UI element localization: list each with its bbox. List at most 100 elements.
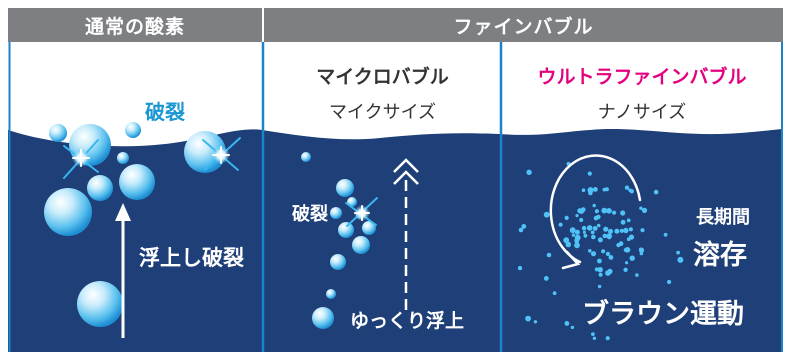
nano-particle (564, 215, 569, 220)
nano-particle (605, 336, 610, 341)
nano-particle (517, 265, 523, 271)
nano-particle (518, 227, 524, 233)
ultrafine-bubble-title: ウルトラファインバブル (537, 66, 747, 88)
nano-particle (546, 252, 552, 258)
nano-particle (590, 251, 597, 257)
nano-particle (605, 251, 611, 256)
long-period-label: 長期間 (696, 207, 750, 228)
bubble (326, 289, 336, 299)
nano-particle (577, 208, 583, 214)
nano-particle (638, 247, 645, 253)
nano-particle (564, 321, 570, 326)
nano-particle (620, 219, 626, 225)
nano-particle (619, 228, 624, 233)
bubble (49, 124, 67, 142)
nano-particle (620, 210, 626, 216)
nano-particle (676, 250, 680, 255)
bubble (330, 207, 342, 219)
nano-particle (601, 207, 608, 214)
nano-particle (606, 208, 612, 214)
burst-label-normal: 破裂 (145, 100, 185, 124)
nano-particle (597, 258, 602, 264)
bubble (352, 236, 370, 254)
bubble (362, 221, 376, 235)
nano-particle (623, 227, 629, 234)
nano-particle (587, 171, 592, 176)
nano-particle (552, 291, 557, 296)
nano-particle (614, 228, 620, 234)
nano-particle (606, 233, 612, 240)
nano-particle (626, 218, 631, 223)
nano-particle (639, 206, 643, 210)
nano-particle (521, 224, 527, 229)
nano-particle (624, 247, 631, 253)
nano-particle (543, 276, 549, 281)
bubble (301, 152, 311, 162)
nano-particle (592, 226, 598, 231)
bubble (87, 175, 113, 201)
nano-particle (597, 284, 602, 289)
nano-particle (607, 268, 613, 274)
bubble (119, 164, 155, 200)
nano-particle (603, 226, 609, 232)
nano-size-label: ナノサイズ (597, 102, 687, 123)
rise-arrow-icon (115, 203, 131, 338)
nano-particle (563, 237, 570, 244)
nano-particle (591, 332, 595, 336)
bubble (312, 307, 334, 329)
nano-particle (571, 233, 576, 237)
nano-particle (596, 223, 601, 228)
nano-particle (598, 272, 603, 277)
nano-particle (558, 222, 563, 227)
bubble (330, 254, 346, 270)
bubble (125, 122, 141, 138)
nano-particle (533, 320, 538, 324)
nano-particle (625, 261, 629, 265)
nano-particle (582, 230, 587, 234)
nano-particle (597, 237, 603, 243)
nano-particle (593, 215, 599, 221)
rise-burst-label: 浮上し破裂 (139, 246, 244, 270)
bubble (338, 222, 354, 238)
dissolve-label: 溶存 (693, 240, 747, 271)
nano-particle (667, 279, 672, 285)
nano-particle (624, 185, 630, 190)
nano-particle (623, 267, 628, 272)
bubble (44, 188, 92, 236)
nano-particle (601, 249, 606, 254)
nano-particle (570, 325, 575, 330)
nano-particle (565, 241, 572, 248)
nano-particle (543, 211, 550, 218)
nano-particle (602, 187, 607, 192)
nano-particle (628, 227, 634, 232)
nano-particle (579, 217, 584, 223)
nano-particle (526, 169, 532, 175)
normal-panel-bubbles (44, 122, 226, 327)
burst-sparkle-2 (202, 137, 241, 171)
ultrafine-particles (517, 161, 684, 341)
nano-particle (629, 255, 635, 261)
nano-particle (653, 189, 659, 195)
circulation-arrow-icon (549, 154, 642, 270)
nano-particle (583, 233, 588, 238)
nano-particle (574, 234, 581, 241)
nano-particle (586, 225, 593, 231)
header-normal-oxygen: 通常の酸素 (8, 8, 262, 42)
nano-particle (597, 267, 603, 273)
nano-particle (608, 255, 614, 260)
nano-particle (612, 210, 617, 215)
burst-sparkle-1 (63, 139, 99, 179)
nano-particle (525, 315, 531, 322)
nano-particle (608, 228, 613, 234)
header-fine-bubble: ファインバブル (264, 8, 783, 42)
nano-particle (581, 188, 586, 192)
nano-particle (635, 273, 639, 277)
nano-particle (663, 232, 668, 237)
nano-particle (569, 227, 576, 234)
bubble (336, 179, 354, 197)
nano-particle (677, 256, 684, 263)
slow-rise-label: ゆっくり浮上 (350, 310, 465, 332)
brownian-motion-label: ブラウン運動 (582, 299, 744, 330)
burst-sparkle-3 (345, 197, 378, 227)
